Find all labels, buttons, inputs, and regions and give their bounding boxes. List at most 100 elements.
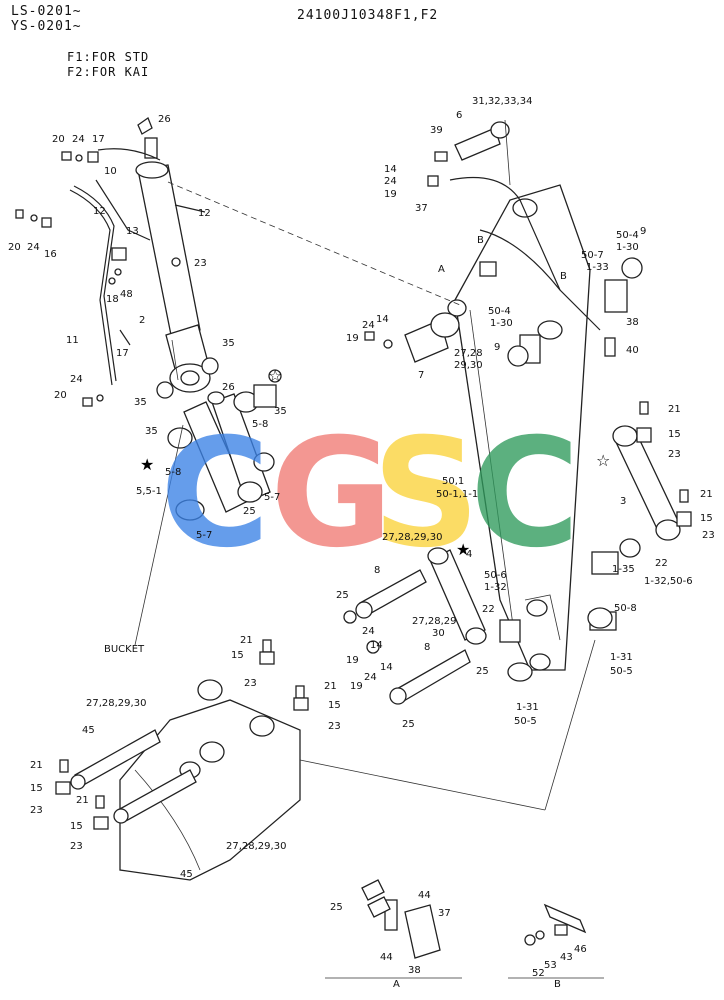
callout: 24 [70, 374, 83, 385]
callout: 30 [432, 628, 445, 639]
callout: B [554, 979, 561, 990]
callout: 10 [104, 166, 117, 177]
star-marker-filled: ★ [140, 455, 154, 474]
callout: B [560, 271, 567, 282]
callout: BUCKET [104, 644, 145, 655]
callout: 9 [640, 226, 646, 237]
callout: 37 [438, 908, 451, 919]
callout: 27,28 [454, 348, 483, 359]
callout: 19 [346, 655, 359, 666]
callout: 27,28,29,30 [226, 841, 286, 852]
callout: 1-33 [586, 262, 609, 273]
callout: 23 [328, 721, 341, 732]
callout: 21 [240, 635, 253, 646]
callout: 31,32,33,34 [472, 96, 532, 107]
callout: 44 [380, 952, 393, 963]
callout: 20 [52, 134, 65, 145]
callout: 38 [626, 317, 639, 328]
bucket [119, 679, 301, 881]
callout: 15 [328, 700, 341, 711]
watermark: C G S C [160, 407, 580, 581]
callout: 8 [374, 565, 380, 576]
callout: 17 [116, 348, 129, 359]
callout: 37 [415, 203, 428, 214]
callout: 17 [92, 134, 105, 145]
reference-lines [134, 119, 596, 811]
callout: 35 [145, 426, 158, 437]
callout: 24 [384, 176, 397, 187]
callout: 50-6 [484, 570, 507, 581]
callout: 1-35 [612, 564, 635, 575]
callout: 4 [466, 549, 472, 560]
arm-bushings-lower [499, 538, 641, 682]
callout: 50-1,1-1 [436, 489, 478, 500]
callout: 18 [106, 294, 119, 305]
callout: 21 [700, 489, 713, 500]
callout: 29,30 [454, 360, 483, 371]
callout: 20 [8, 242, 21, 253]
fittings-right [364, 151, 616, 357]
callout: 5-8 [165, 467, 181, 478]
callout: 25 [336, 590, 349, 601]
star-marker-outline: ☆ [596, 451, 610, 470]
detail-a [325, 879, 462, 979]
callout: 39 [430, 125, 443, 136]
star-marker-outline: ☆ [268, 366, 282, 385]
callout: 3 [620, 496, 626, 507]
callout: 5-7 [264, 492, 280, 503]
callout: 7 [418, 370, 424, 381]
callout: 22 [655, 558, 668, 569]
f2-note: F2:FOR KAI [67, 65, 150, 79]
callout: 50-5 [514, 716, 537, 727]
callout: 38 [408, 965, 421, 976]
callout: 35 [274, 406, 287, 417]
callout: 46 [574, 944, 587, 955]
callout: 27,28,29 [412, 616, 457, 627]
callout: 1-31 [516, 702, 539, 713]
callout: 45 [180, 869, 193, 880]
callout: 14 [384, 164, 397, 175]
callout: 14 [370, 640, 383, 651]
callout: 9 [494, 342, 500, 353]
callout: 25 [330, 902, 343, 913]
callout: 23 [70, 841, 83, 852]
callout: 8 [424, 642, 430, 653]
callout: 19 [384, 189, 397, 200]
callout: 14 [376, 314, 389, 325]
callout: 15 [30, 783, 43, 794]
watermark-letter: S [372, 407, 480, 581]
callout: 15 [70, 821, 83, 832]
callout: 23 [194, 258, 207, 269]
callout: 5-8 [252, 419, 268, 430]
callout: 53 [544, 960, 557, 971]
callout: 6 [456, 110, 462, 121]
callout: 48 [120, 289, 133, 300]
watermark-letter: C [470, 407, 580, 581]
callout: 1-30 [490, 318, 513, 329]
callout: 25 [402, 719, 415, 730]
callout: 15 [700, 513, 713, 524]
callout: 27,28,29,30 [382, 532, 442, 543]
callout: 24 [72, 134, 85, 145]
callout: A [393, 979, 400, 990]
callout: 15 [231, 650, 244, 661]
callout: 13 [126, 226, 139, 237]
callout: 40 [626, 345, 639, 356]
callout: 21 [668, 404, 681, 415]
boom-cylinder [135, 137, 211, 393]
arm-pins-bushings [404, 121, 643, 367]
callout: 5,5-1 [136, 486, 162, 497]
callout: 15 [668, 429, 681, 440]
callout: 24 [364, 672, 377, 683]
callout: 50-8 [614, 603, 637, 614]
callout: 5-7 [196, 530, 212, 541]
star-marker-filled: ★ [456, 540, 470, 559]
callout: 19 [350, 681, 363, 692]
watermark-letter: G [270, 407, 393, 581]
callout: 11 [66, 335, 79, 346]
callout: 25 [243, 506, 256, 517]
callout: 12 [198, 208, 211, 219]
serial-ys: YS-0201~ [11, 19, 82, 34]
callout: 23 [30, 805, 43, 816]
